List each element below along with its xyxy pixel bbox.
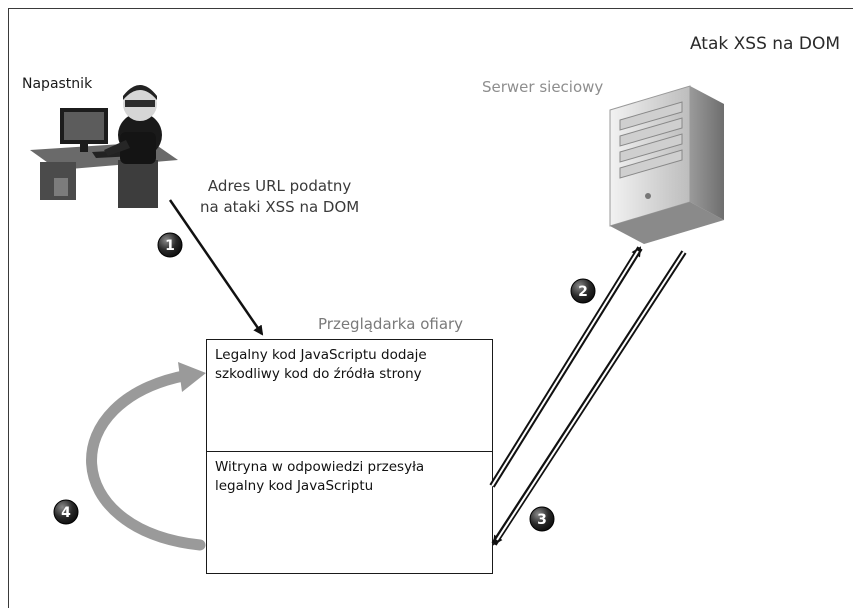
svg-text:4: 4 (61, 505, 71, 521)
step-marker-1: 1 (157, 232, 183, 258)
server-label: Serwer sieciowy (482, 78, 604, 96)
url-label: Adres URL podatny na ataki XSS na DOM (200, 177, 360, 216)
arrow-step3 (491, 250, 687, 546)
arrow-step1 (168, 199, 264, 336)
svg-text:2: 2 (578, 284, 588, 300)
arrow-step2 (489, 246, 643, 488)
attacker-label: Napastnik (22, 76, 93, 92)
attacker-icon (30, 85, 178, 208)
server-icon (609, 85, 724, 244)
browser-box-bottom: Witryna w odpowiedzi przesyła legalny ko… (206, 451, 493, 574)
arrow-step4 (86, 362, 206, 551)
step-marker-4: 4 (53, 499, 79, 525)
diagram-title: Atak XSS na DOM (689, 34, 840, 54)
svg-text:1: 1 (165, 238, 175, 254)
browser-label: Przeglądarka ofiary (318, 315, 464, 333)
step-marker-3: 3 (529, 506, 555, 532)
diagram-frame (8, 8, 853, 608)
step-marker-2: 2 (570, 278, 596, 304)
svg-text:3: 3 (537, 512, 547, 528)
